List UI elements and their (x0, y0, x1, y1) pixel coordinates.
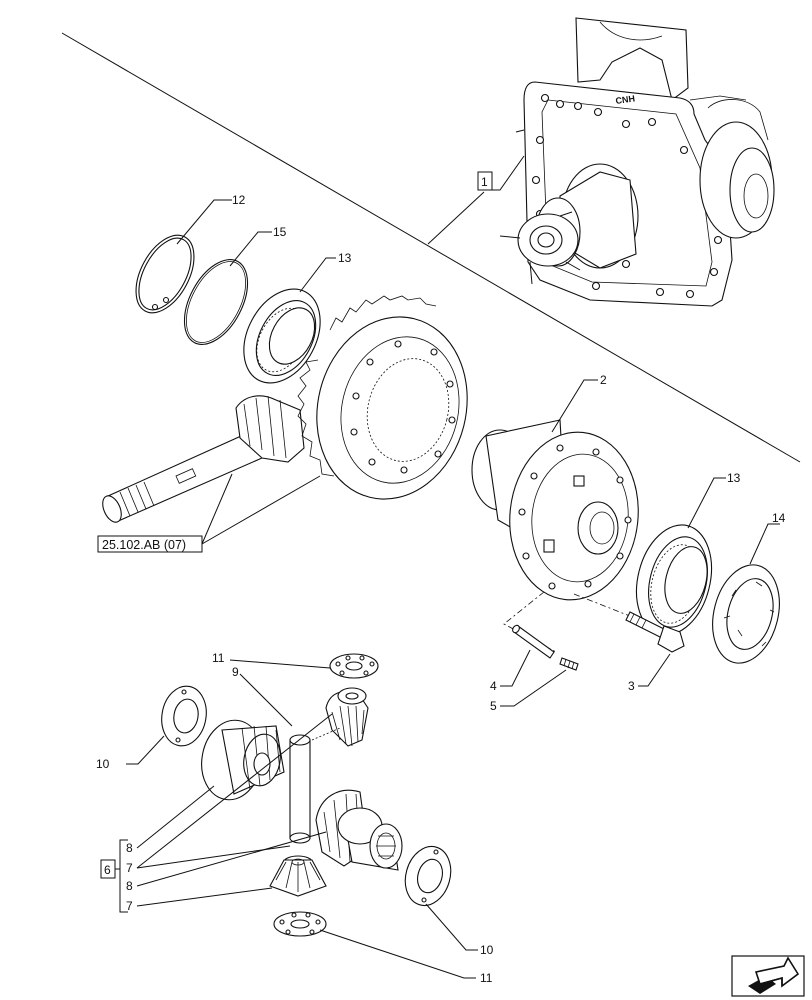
callout-2: 2 (600, 373, 607, 387)
callout-1: 1 (481, 175, 488, 189)
crown-wheel (297, 295, 468, 500)
leader-7-upper (136, 713, 333, 869)
callout-6: 6 (104, 863, 111, 877)
callout-15: 15 (273, 225, 287, 239)
reference-leader-a (201, 473, 233, 545)
differential-case (471, 419, 639, 601)
set-screw-5 (559, 657, 579, 671)
bolt-3 (625, 611, 685, 653)
snap-ring-12 (135, 234, 195, 314)
callout-13-upper: 13 (338, 251, 352, 265)
callout-12: 12 (232, 193, 246, 207)
bearing-13-lower (635, 524, 713, 636)
callout-3: 3 (628, 679, 635, 693)
thrust-washer-10-right (404, 845, 452, 907)
callout-11-upper-leader (229, 659, 331, 669)
ring-15 (183, 259, 249, 345)
callout-7-lower: 7 (126, 899, 133, 913)
reference-leader-b (201, 475, 321, 545)
planet-gear-upper (325, 687, 369, 747)
callout-11-upper: 11 (212, 651, 225, 665)
callout-8-upper: 8 (126, 841, 133, 855)
planet-gear-lower (269, 855, 327, 897)
differential-housing: CNH (499, 17, 775, 307)
side-gear-left (201, 719, 285, 801)
axis-line-pin (503, 591, 557, 653)
thrust-washer-10-left (161, 685, 207, 747)
callout-13-lower: 13 (727, 471, 741, 485)
lock-ring-14 (712, 564, 780, 664)
leader-7-lower (136, 887, 273, 907)
callout-7-upper: 7 (126, 861, 133, 875)
pinion-shaft (102, 395, 305, 523)
callout-10-left: 10 (96, 757, 110, 771)
side-gear-right (315, 789, 403, 871)
thrust-washer-11-upper (329, 653, 379, 679)
callout-5: 5 (490, 699, 497, 713)
bearing-13-upper (243, 288, 321, 384)
next-page-arrow-icon[interactable] (731, 955, 805, 997)
callout-14: 14 (772, 511, 786, 525)
callout-10-right: 10 (480, 943, 494, 957)
separation-line (61, 32, 801, 463)
leader-8-lower (136, 831, 327, 887)
callout-8-lower: 8 (126, 879, 133, 893)
reference-label[interactable]: 25.102.AB (07) (102, 538, 186, 552)
callout-1-box (477, 171, 493, 191)
pin-4 (512, 624, 555, 659)
callout-11-lower: 11 (480, 971, 493, 985)
callout-1-leader-2 (427, 191, 485, 245)
shaft-axis (311, 727, 341, 741)
group-bracket (119, 839, 128, 913)
leader-8-upper (136, 785, 215, 849)
housing-logo: CNH (615, 93, 636, 106)
callout-9: 9 (232, 665, 239, 679)
cross-shaft-9 (289, 734, 311, 844)
thrust-washer-11-lower (273, 911, 327, 937)
callout-4: 4 (490, 679, 497, 693)
leader-7-upper-b (136, 845, 291, 869)
